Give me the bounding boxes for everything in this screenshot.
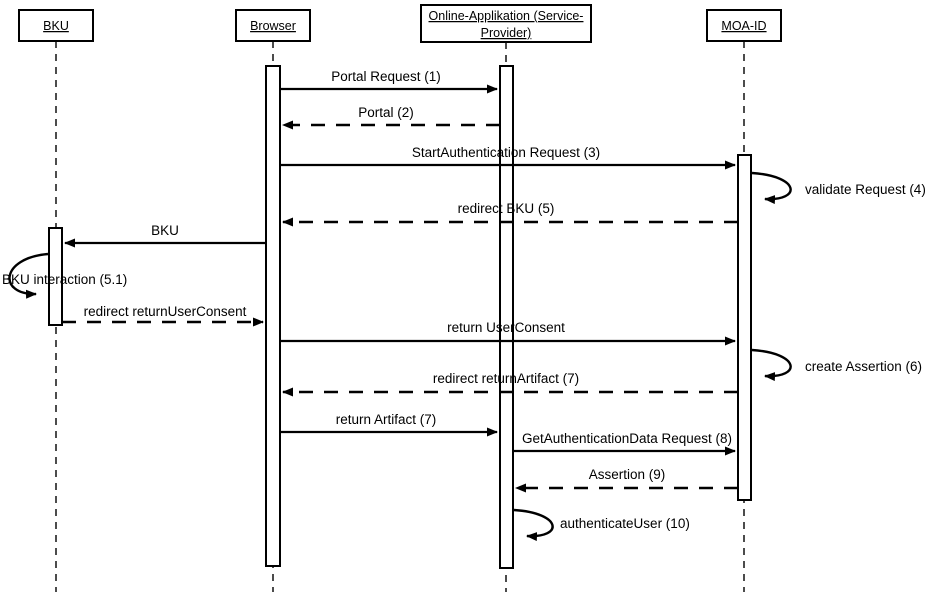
message-label-redirect-returnartifact: redirect returnArtifact (7) [433, 371, 579, 386]
message-startauthentication-request[interactable]: StartAuthentication Request (3) [280, 145, 736, 170]
message-label-bku: BKU [151, 223, 179, 238]
message-bku[interactable]: BKU [64, 223, 266, 248]
activation-bar-moaid [737, 154, 752, 501]
message-selfloop-bku-interaction [8, 252, 49, 299]
participant-browser[interactable]: Browser [235, 9, 311, 42]
participant-oa[interactable]: Online-Applikation (Service- Provider) [420, 4, 592, 43]
message-getauthenticationdata-request[interactable]: GetAuthenticationData Request (8) [513, 431, 736, 456]
activation-bars [48, 65, 752, 569]
message-selfloop-authenticateuser [513, 508, 554, 542]
message-portal[interactable]: Portal (2) [282, 105, 500, 130]
message-assertion[interactable]: Assertion (9) [515, 467, 738, 493]
message-redirect-returnuserconsent[interactable]: redirect returnUserConsent [62, 304, 264, 327]
message-label-authenticateuser: authenticateUser (10) [560, 516, 690, 531]
message-bku-interaction[interactable]: BKU interaction (5.1) [2, 252, 127, 299]
activation-bar-browser [265, 65, 281, 567]
message-validate-request[interactable]: validate Request (4) [751, 171, 926, 205]
participant-label-bku: BKU [43, 19, 69, 33]
message-label-create-assertion: create Assertion (6) [805, 359, 922, 374]
message-return-userconsent[interactable]: return UserConsent [280, 320, 736, 346]
activation-bar-oa [499, 65, 514, 569]
message-label-validate-request: validate Request (4) [805, 182, 926, 197]
message-selfloop-validate-request [751, 171, 792, 205]
message-redirect-bku[interactable]: redirect BKU (5) [282, 201, 738, 227]
message-selfloop-create-assertion [751, 348, 792, 382]
participant-box-moaid[interactable] [706, 9, 782, 42]
message-label-portal-request: Portal Request (1) [331, 69, 441, 84]
message-label-portal: Portal (2) [358, 105, 414, 120]
message-label-getauthenticationdata-request: GetAuthenticationData Request (8) [522, 431, 732, 446]
message-portal-request[interactable]: Portal Request (1) [280, 69, 498, 94]
participant-box-bku[interactable] [18, 9, 94, 42]
participant-moaid[interactable]: MOA-ID [706, 9, 782, 42]
participant-box-oa[interactable] [420, 4, 592, 43]
message-label-return-userconsent: return UserConsent [447, 320, 565, 335]
message-label-startauthentication-request: StartAuthentication Request (3) [412, 145, 600, 160]
participant-box-browser[interactable] [235, 9, 311, 42]
activation-bar-bku [48, 227, 63, 326]
participant-label-oa-line1: Online-Applikation (Service- [429, 9, 584, 23]
message-label-redirect-returnuserconsent: redirect returnUserConsent [84, 304, 247, 319]
message-label-bku-interaction: BKU interaction (5.1) [2, 272, 127, 287]
message-redirect-returnartifact[interactable]: redirect returnArtifact (7) [282, 371, 738, 397]
message-return-artifact[interactable]: return Artifact (7) [280, 412, 498, 437]
participant-bku[interactable]: BKU [18, 9, 94, 42]
message-label-return-artifact: return Artifact (7) [336, 412, 437, 427]
message-label-redirect-bku: redirect BKU (5) [458, 201, 555, 216]
participant-label-oa-line2: Provider) [481, 26, 532, 40]
message-create-assertion[interactable]: create Assertion (6) [751, 348, 922, 382]
message-label-assertion: Assertion (9) [589, 467, 666, 482]
participant-label-browser: Browser [250, 19, 296, 33]
message-authenticateuser[interactable]: authenticateUser (10) [513, 508, 690, 542]
participant-label-moaid: MOA-ID [721, 19, 766, 33]
